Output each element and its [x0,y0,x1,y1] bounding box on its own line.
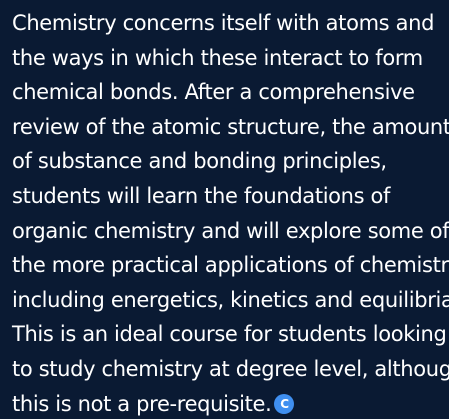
description-line-5: of substance and bonding principles, [12,149,387,174]
description-line-11: to study chemistry at degree level, alth… [12,356,449,381]
description-line-3: chemical bonds. After a comprehensive [12,80,415,105]
description-line-10: This is an ideal course for students loo… [12,322,447,347]
description-line-6: students will learn the foundations of [12,183,391,208]
description-line-12: this is not a pre-requisite.C [12,387,449,419]
description-line-1: Chemistry concerns itself with atoms and [12,11,435,35]
description-line-2: the ways in which these interact to form [12,45,423,70]
description-line-8: the more practical applications of chemi… [12,253,449,278]
description-line-4: review of the atomic structure, the amou… [12,114,449,139]
description-line-9: including energetics, kinetics and equil… [12,287,449,312]
description-line-7: organic chemistry and will explore some … [12,218,449,243]
c-badge-icon[interactable]: C [274,393,295,414]
description-last-text: this is not a pre-requisite. [12,391,272,416]
